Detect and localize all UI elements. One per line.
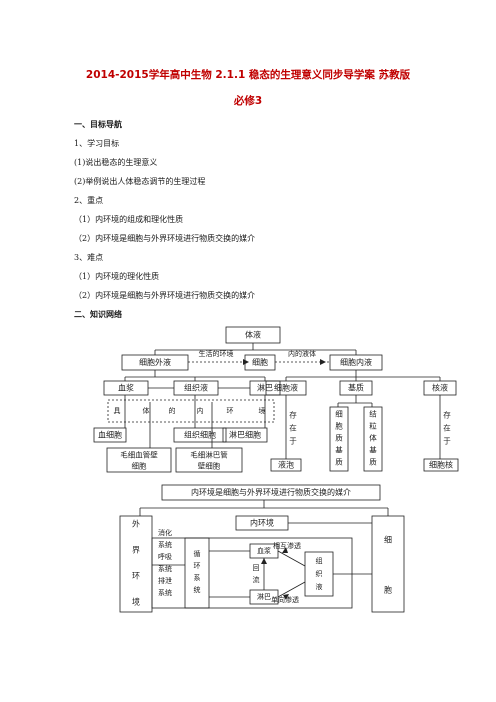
label-linba: 淋巴	[257, 592, 271, 601]
label-jieli-4: 基	[369, 445, 377, 455]
label-cunzai-a-1: 存	[289, 410, 297, 420]
label-waijie-4: 境	[132, 597, 140, 607]
label-cunzai-b-2: 在	[443, 423, 451, 433]
label-xuexibao: 血细胞	[98, 430, 122, 440]
difficulty-item-1: （1）内环境的理化性质	[74, 272, 160, 281]
label-xitong-3: 呼吸	[158, 552, 172, 561]
label-shenghuo: 生活的环境	[199, 349, 234, 358]
label-cunzai-a-3: 于	[289, 437, 297, 446]
label-xibaoye: 细胞液	[274, 383, 298, 393]
label-xibao: 细胞	[252, 357, 268, 367]
label-xitong-2: 系统	[158, 540, 172, 549]
label-jieli-5: 质	[369, 457, 377, 467]
label-xunhuan-2: 环	[194, 562, 201, 570]
section-network-heading: 二、知识网络	[74, 310, 122, 319]
goals-subheading: 1、学习目标	[74, 139, 120, 148]
label-xitong-4: 系统	[158, 564, 172, 573]
label-zuzhiye-2: 织	[316, 569, 323, 578]
box-paopao	[270, 458, 302, 472]
label-xuejiang: 血浆	[257, 546, 271, 555]
label-danxiang: 单向渗透	[271, 595, 299, 604]
label-waijie-2: 界	[132, 546, 140, 555]
label-xunhuan-1: 循	[194, 549, 201, 558]
goal-item-1: (1)说出稳态的生理意义	[74, 158, 158, 167]
label-cunzai-b-3: 于	[443, 437, 451, 446]
label-ju-4: 内	[197, 406, 204, 415]
section-goals-heading: 一、目标导航	[74, 120, 122, 129]
label-xibaozhi-5: 质	[335, 457, 343, 467]
box-neihuanjing-label	[107, 399, 275, 423]
label-xuejiang: 血浆	[118, 383, 134, 393]
label-waijie-3: 环	[132, 572, 140, 581]
label-linba: 淋巴	[257, 383, 273, 393]
label-paopao: 液泡	[278, 460, 294, 470]
label-ju-3: 的	[169, 406, 176, 415]
label-maoxi1b: 细胞	[132, 461, 147, 471]
label-maoxi2b: 壁细胞	[198, 461, 221, 471]
label-xibaozhi-3: 质	[335, 433, 343, 443]
label-zuzhiye-1: 组	[316, 556, 323, 565]
label-xitong-6: 系统	[158, 588, 172, 597]
difficulty-item-2: （2）内环境是细胞与外界环境进行物质交换的媒介	[74, 291, 256, 300]
key-subheading: 2、重点	[74, 196, 104, 205]
label-xibaozhi-1: 细	[335, 409, 343, 419]
label-huiliu-2: 流	[253, 575, 260, 584]
label-jieli-2: 粒	[369, 421, 377, 431]
box-neihuanjing-area	[151, 537, 353, 609]
label-zuzhiye: 组织液	[184, 383, 208, 393]
box-xunhuan	[184, 537, 210, 609]
label-xibaoneiye: 细胞内液	[340, 357, 372, 367]
box-maoxi1	[106, 447, 172, 473]
label-banner: 内环境是细胞与外界环境进行物质交换的媒介	[191, 487, 351, 497]
label-neihuanjing: 内环境	[250, 518, 274, 528]
label-ju-2: 体	[143, 406, 150, 415]
key-item-1: （1）内环境的组成和理化性质	[74, 215, 184, 224]
box-xibaozhi	[329, 406, 349, 472]
label-waijie-1: 外	[132, 519, 140, 529]
box-banner	[161, 484, 381, 501]
label-zuzhixibao: 组织细胞	[184, 430, 216, 440]
label-ju-1: 具	[114, 407, 121, 415]
doc-title-line2: 必修3	[233, 95, 263, 107]
label-xunhuan-4: 统	[194, 585, 201, 594]
box-xuexibao	[93, 427, 127, 443]
label-linbaxibao: 淋巴细胞	[229, 430, 261, 440]
key-item-2: （2）内环境是细胞与外界环境进行物质交换的媒介	[74, 234, 256, 243]
label-ju-5: 环	[227, 407, 234, 415]
label-cunzai-b-1: 存	[443, 410, 451, 420]
label-jieli-3: 体	[369, 433, 377, 443]
label-xitong-1: 消化	[158, 528, 172, 537]
label-xibaowaiye: 细胞外液	[139, 357, 171, 367]
label-xibaozhi-4: 基	[335, 445, 343, 455]
label-xibao-1: 细	[384, 535, 392, 545]
box-zuzhixibao	[173, 427, 227, 443]
doc-title-line1: 2014-2015学年高中生物 2.1.1 稳态的生理意义同步导学案 苏教版	[85, 69, 411, 81]
label-cunzai-a-2: 在	[289, 423, 297, 433]
box-jieli	[363, 406, 383, 472]
label-xibao-2: 胞	[384, 585, 392, 595]
goal-item-2: (2)举例说出人体稳态调节的生理过程	[74, 177, 206, 186]
label-neidesuo: 内的液体	[288, 349, 316, 358]
label-ju-6: 境	[259, 406, 266, 415]
label-jieli-1: 结	[369, 409, 377, 419]
box-xibaohe	[423, 458, 459, 472]
label-huiliu-1: 回	[253, 564, 260, 572]
label-xianghu: 相互渗透	[273, 541, 301, 550]
box-linbaxibao	[222, 427, 268, 443]
label-jizhi: 基质	[348, 383, 364, 393]
label-zuzhiye-3: 液	[316, 582, 323, 591]
label-tiye: 体液	[245, 330, 261, 340]
box-xibao	[371, 515, 405, 613]
difficulty-subheading: 3、难点	[74, 253, 104, 262]
label-heye: 核液	[432, 383, 448, 393]
label-maoxi2: 毛细淋巴管	[190, 450, 228, 460]
label-xibaozhi-2: 胞	[335, 421, 343, 431]
label-maoxi1: 毛细血管壁	[120, 450, 158, 460]
label-xitong-5: 排泄	[158, 576, 172, 585]
box-maoxi2	[175, 447, 243, 473]
label-xunhuan-3: 系	[194, 573, 201, 582]
label-xibaohe: 细胞核	[429, 460, 453, 470]
